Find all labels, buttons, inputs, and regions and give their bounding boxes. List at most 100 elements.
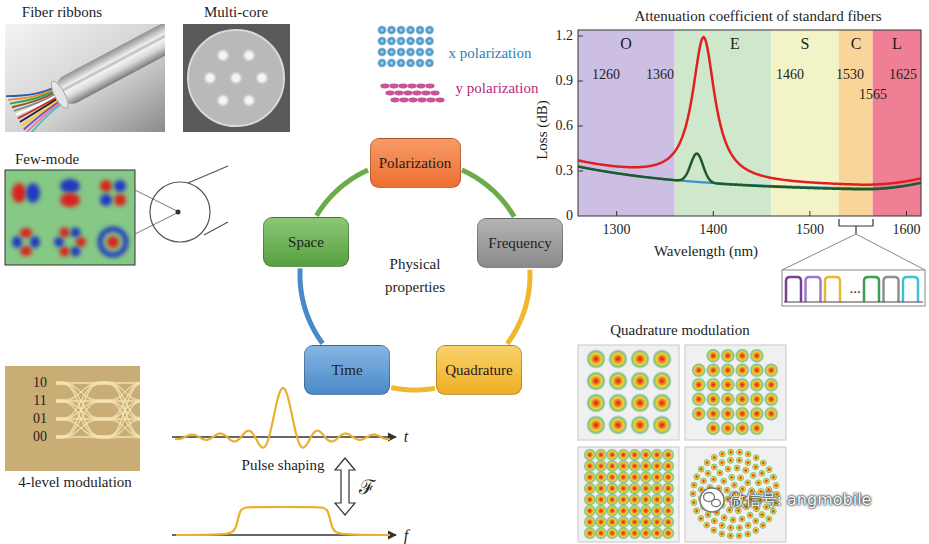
box-label: Time [331,362,362,379]
attenuation-chart-part-part [578,37,921,185]
constellation-panels-part [728,474,736,482]
constellation-panels-part [710,454,718,462]
eye-diagram-part-part [56,420,104,436]
constellation-panels-part [652,415,672,435]
constellation-panels-part [704,470,712,478]
axis-tick: 0.9 [556,73,574,89]
eye-diagram-part-part [104,383,140,401]
wdm-channel-comb-part [806,277,821,302]
constellation-panels-part [639,527,652,540]
wdm-channel-comb-part [782,270,925,306]
constellation-panels-part [651,516,664,529]
constellation-panels-part [749,363,764,378]
property-box: Polarization [370,138,461,188]
few-mode-patterns-part-part [114,180,126,192]
x-polarization-grid-part [415,58,424,67]
constellation-panels-part [639,504,652,517]
eye-diagram-part-part [104,400,140,420]
attenuation-chart-part [578,30,921,216]
attenuation-chart-part [578,30,675,216]
ring-arc [317,170,368,216]
constellation-panels-part [752,527,760,535]
multi-core-fiber-photo-part [257,73,267,83]
y-polarization-grid-part [407,84,416,89]
constellation-panels-part [718,530,726,538]
x-polarization-grid-part [377,25,386,34]
x-polarization-grid-part [425,25,434,34]
constellation-panels-part [639,460,652,473]
fiber-cross-section [135,166,228,242]
x-polarization-grid-part [406,58,415,67]
x-polarization-grid-part [425,47,434,56]
constellation-panels-part [639,516,652,529]
symbol-level: 00 [33,429,47,445]
eye-diagram-part-part [56,402,104,418]
x-polarization-grid-part [415,36,424,45]
band-name: C [851,35,862,53]
constellation-panels-part [606,482,619,495]
constellation-panels-part [595,527,608,540]
eye-diagram-part [56,382,140,438]
constellation-panels-part [749,421,764,436]
constellation-panels-part [720,392,735,407]
constellation-panels-part [759,522,767,530]
x-polarization-grid-part [377,36,386,45]
axis-tick: 0 [566,208,573,224]
few-mode-patterns-part-part [114,194,126,206]
band-edge: 1460 [776,67,804,83]
constellation-panels-part [744,459,752,467]
eye-diagram-part-part [56,382,104,438]
few-mode-patterns-part-part [30,236,40,248]
eye-diagram-part-part [56,384,104,436]
wechat-icon-part [712,499,721,506]
wdm-channel-comb [782,219,925,306]
constellation-panels-part [651,527,664,540]
y-polarization-grid-part [389,84,398,89]
constellation-panels-part [690,481,698,489]
pulse-shaping-plot-part [172,436,396,437]
constellation-panels-part [595,516,608,529]
constellation-panels-part [758,469,766,477]
ring-arc [391,388,435,390]
constellation-panels-part [595,471,608,484]
constellation-panels-part [735,348,750,363]
constellation-panels-part [697,515,705,523]
y-polarization-grid-part [426,98,435,103]
band-name: E [730,35,740,53]
constellation-panels-part [689,490,697,498]
chart-title: Attenuation coefficient of standard fibe… [634,8,881,25]
band-name: L [892,35,902,53]
eye-diagram-part-part [56,384,104,436]
eye-diagram-part-part [104,384,140,436]
attenuation-chart-part [809,211,810,216]
constellation-panels-part [583,460,596,473]
eye-diagram-part-part [104,383,140,437]
constellation-panels-part [639,471,652,484]
fiber-ribbon-photo-part-part [58,24,165,94]
pulse-shaping-plot-part [175,388,390,448]
few-mode-patterns-part-part [12,183,26,203]
symbol-level: 01 [33,411,47,427]
fiber-ribbon-photo [5,24,165,132]
axis-tick: 1.2 [556,28,574,44]
y-polarization-grid-part [412,91,421,96]
attenuation-chart [578,30,921,216]
fiber-ribbon-photo-part-part [48,79,71,110]
property-box: Space [263,217,349,267]
property-box: Quadrature [436,345,522,395]
constellation-panels-part [630,371,650,391]
y-polarization-grid-part [399,98,408,103]
fiber-cross-section-part [135,190,177,234]
constellation-panels-part [758,511,766,519]
wdm-channel-comb-part [825,277,840,302]
attenuation-chart-part [578,37,921,189]
symbol-level: 10 [33,375,47,391]
axis-tick: 1500 [796,222,824,238]
eye-diagram-part-part [104,418,140,438]
pulse-shaping-plot-part [335,458,355,515]
x-polarization-grid-part [425,36,434,45]
constellation-panels-part [736,456,744,464]
few-mode-patterns-part-part [26,183,40,203]
pulse-shaping-plot-part [176,507,390,535]
constellation-panels-part [586,393,606,413]
